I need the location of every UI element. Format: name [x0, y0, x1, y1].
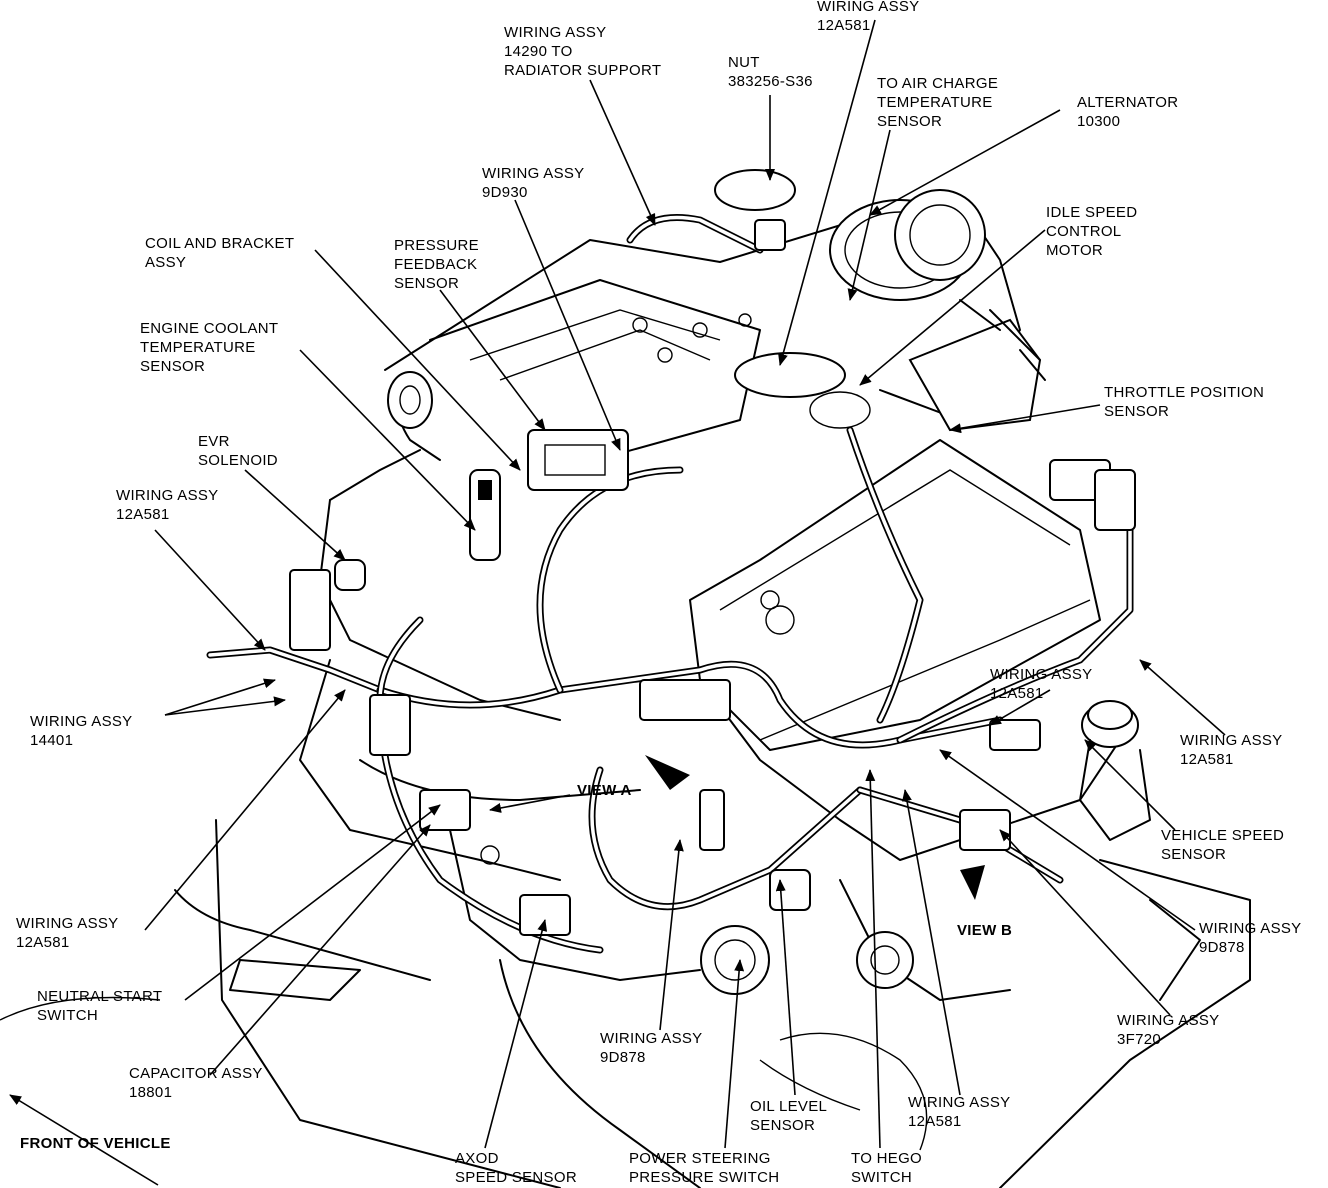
- vehicle-body-outline: [0, 819, 1251, 1188]
- label-view-b: VIEW B: [957, 922, 1013, 939]
- engine-block: [299, 189, 1151, 1001]
- label-front-of-vehicle: FRONT OF VEHICLE: [20, 1135, 171, 1152]
- leader-lines: [9, 19, 1226, 1186]
- label-view-a: VIEW A: [577, 782, 632, 799]
- components: [289, 169, 1136, 936]
